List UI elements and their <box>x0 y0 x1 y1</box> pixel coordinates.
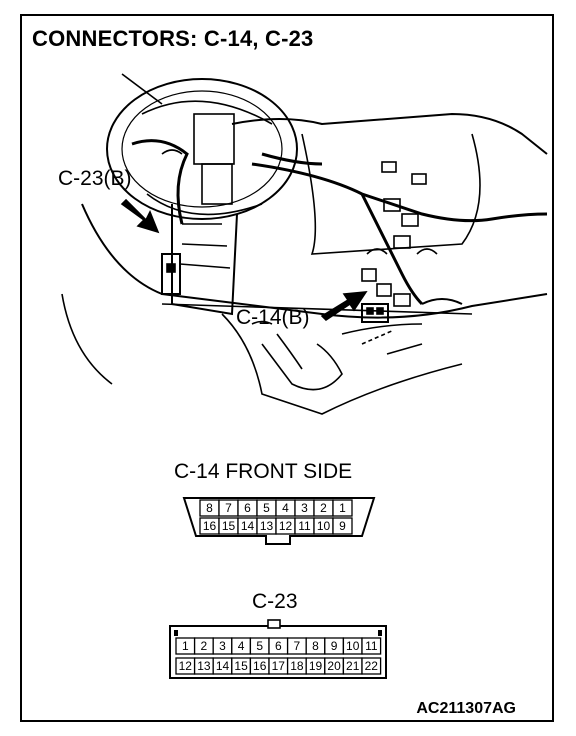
c23-pin-label-9: 9 <box>331 639 338 653</box>
c23-pin-label-11: 11 <box>365 639 378 653</box>
c23-connector-title: C-23 <box>252 590 298 613</box>
c23-pin-label-17: 17 <box>272 659 286 673</box>
c14-pin-label-6: 6 <box>244 501 251 515</box>
c23-pin-label-15: 15 <box>234 659 248 673</box>
c14-pin-label-7: 7 <box>225 501 232 515</box>
c14-connector-outline <box>182 497 376 545</box>
callout-c14: C-14(B) <box>236 306 310 329</box>
c23-pin-label-22: 22 <box>365 659 379 673</box>
c23-pin-label-16: 16 <box>253 659 267 673</box>
c23-pin-label-6: 6 <box>275 639 282 653</box>
c23-pin-label-3: 3 <box>219 639 226 653</box>
shift-lever <box>261 343 343 391</box>
c23-pin-label-2: 2 <box>201 639 208 653</box>
dashboard-illustration <box>61 73 548 415</box>
c23-pin-label-10: 10 <box>346 639 360 653</box>
c14-pin-label-13: 13 <box>260 519 274 533</box>
c14-pin-label-5: 5 <box>263 501 270 515</box>
c23-pin-label-8: 8 <box>312 639 319 653</box>
c23-pin-label-4: 4 <box>238 639 245 653</box>
c23-pin-label-19: 19 <box>309 659 323 673</box>
c23-pin-label-7: 7 <box>294 639 301 653</box>
c23-pin-label-12: 12 <box>179 659 193 673</box>
c14-pin-label-3: 3 <box>301 501 308 515</box>
c14-pin-label-11: 11 <box>298 519 311 533</box>
c14-pin-label-10: 10 <box>317 519 331 533</box>
c14-pin-label-4: 4 <box>282 501 289 515</box>
c14-connector-title: C-14 FRONT SIDE <box>174 460 353 483</box>
figure-code: AC211307AG <box>416 700 516 717</box>
c23-pin-label-18: 18 <box>290 659 304 673</box>
c14-pin-label-9: 9 <box>339 519 346 533</box>
wiring-harness <box>251 162 548 223</box>
c14-pin-label-1: 1 <box>339 501 346 515</box>
c14-pin-label-16: 16 <box>203 519 217 533</box>
page-title: CONNECTORS: C-14, C-23 <box>32 26 314 51</box>
c23-pin-label-14: 14 <box>216 659 230 673</box>
c14-pin-label-12: 12 <box>279 519 293 533</box>
c23-pin-label-5: 5 <box>256 639 263 653</box>
steering-wheel <box>106 78 298 220</box>
c23-pin-label-1: 1 <box>182 639 189 653</box>
c23-latch <box>267 619 281 629</box>
c23-pin-cell-11 <box>361 637 382 655</box>
c23-arrow <box>120 198 160 234</box>
c14-arrow <box>320 291 368 322</box>
c23-pin-label-21: 21 <box>346 659 360 673</box>
c14-pin-cell-1 <box>332 499 353 517</box>
c14-pin-label-8: 8 <box>206 501 213 515</box>
callout-c23: C-23(B) <box>58 167 132 190</box>
c23-pin-label-13: 13 <box>197 659 211 673</box>
c14-pin-label-2: 2 <box>320 501 327 515</box>
c23-pin-cell-22 <box>361 657 382 675</box>
c14-pin-cell-9 <box>332 517 353 535</box>
diagram-frame <box>20 14 554 722</box>
c14-pin-label-15: 15 <box>222 519 236 533</box>
c23-pin-label-20: 20 <box>327 659 341 673</box>
c14-pin-label-14: 14 <box>241 519 255 533</box>
